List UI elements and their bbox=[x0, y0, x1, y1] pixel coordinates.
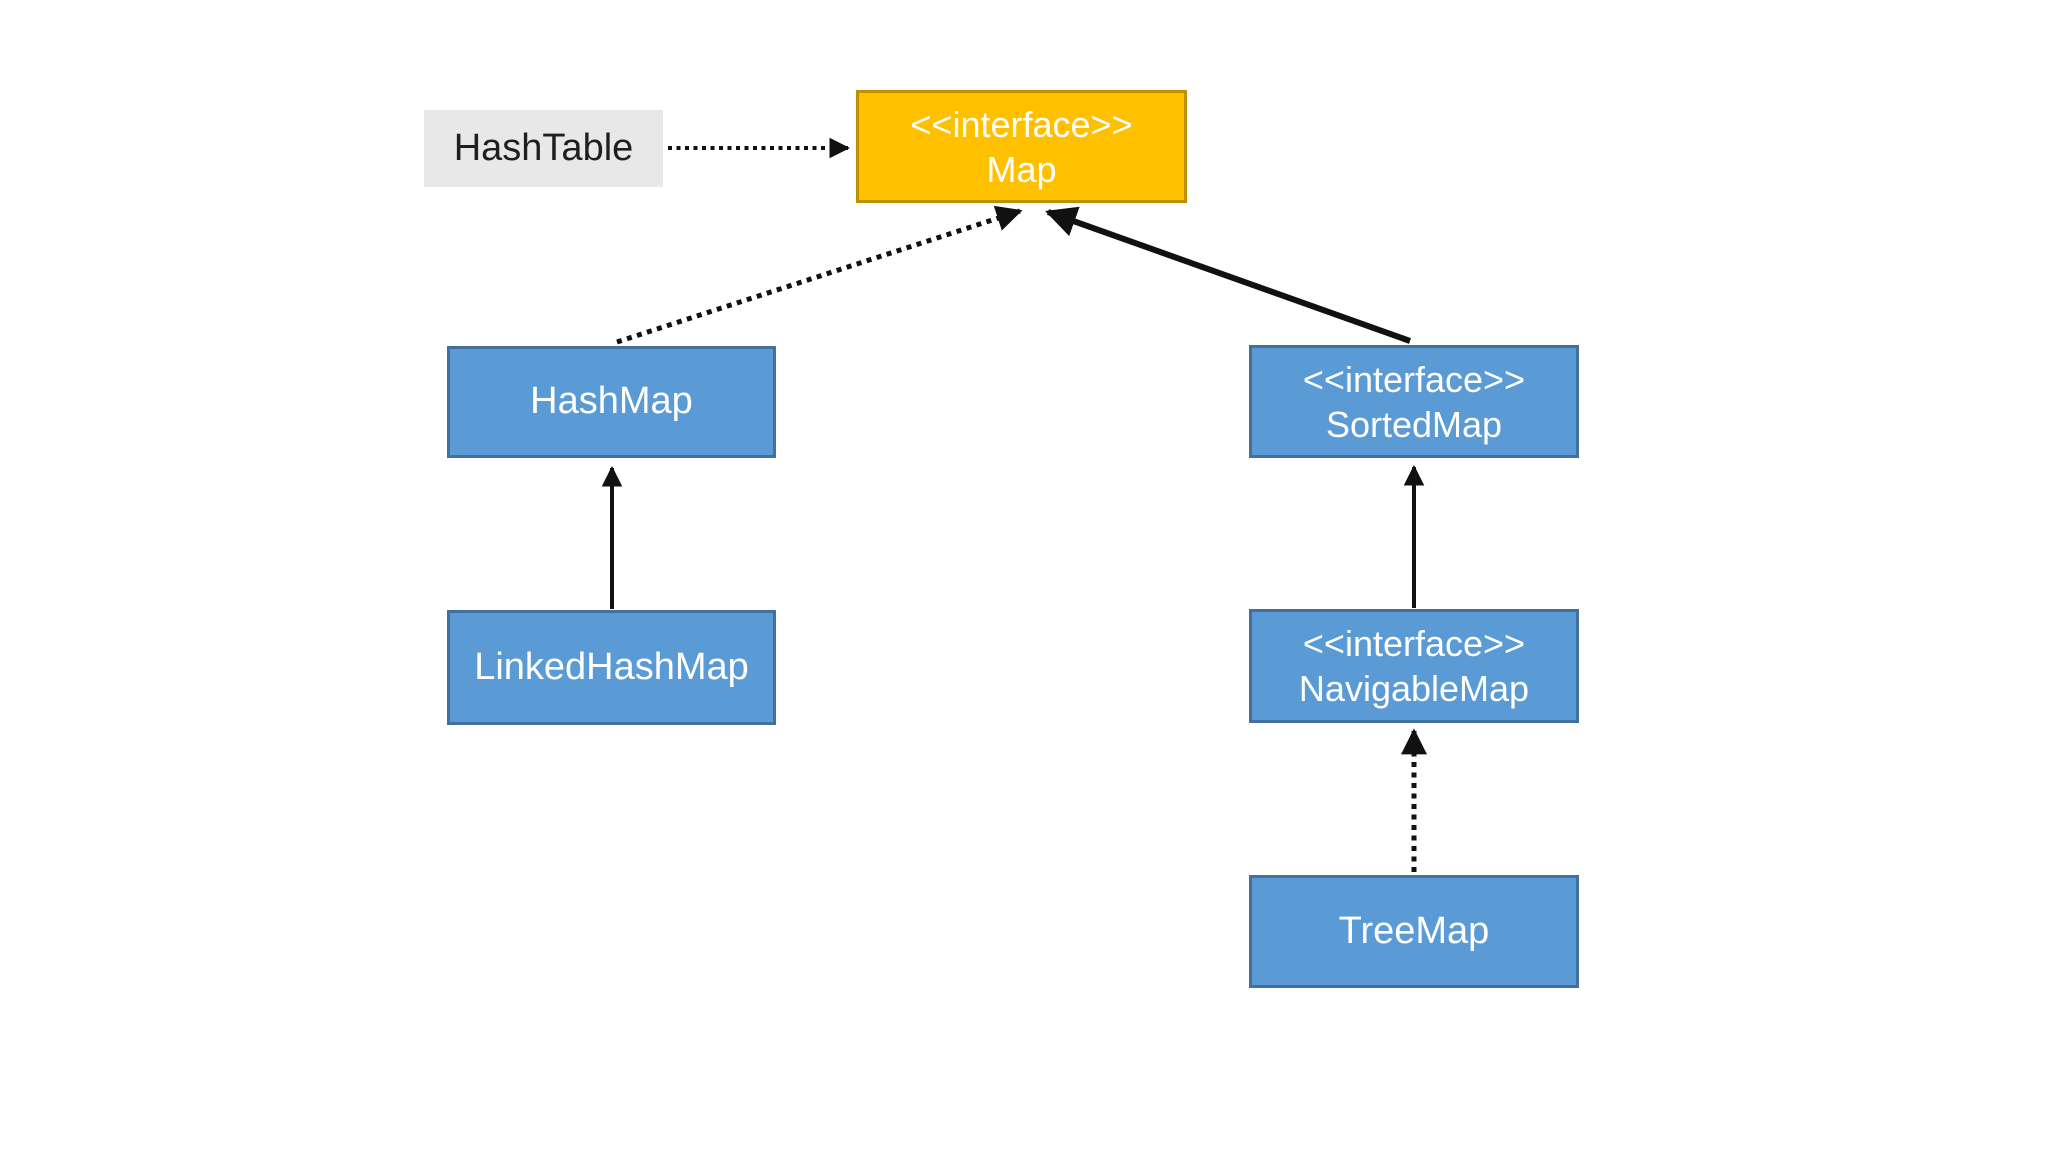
node-linkedhashmap-label: LinkedHashMap bbox=[474, 645, 749, 688]
node-map-stereotype: <<interface>> bbox=[910, 103, 1133, 145]
node-sortedmap: <<interface>> SortedMap bbox=[1249, 345, 1579, 458]
node-navigablemap-stereotype: <<interface>> bbox=[1302, 623, 1526, 664]
node-map-label: Map bbox=[986, 148, 1057, 190]
node-hashtable: HashTable bbox=[424, 110, 663, 187]
node-sortedmap-label: SortedMap bbox=[1325, 403, 1503, 445]
node-navigablemap-label: NavigableMap bbox=[1298, 668, 1530, 709]
node-hashmap-label: HashMap bbox=[530, 380, 693, 423]
node-map: <<interface>> Map bbox=[856, 90, 1187, 203]
edge-hashmap-map bbox=[616, 205, 1023, 345]
node-hashmap: HashMap bbox=[447, 346, 776, 458]
node-treemap-label: TreeMap bbox=[1338, 909, 1490, 952]
node-hashtable-label: HashTable bbox=[453, 126, 634, 169]
edge-sortedmap-map bbox=[1045, 206, 1412, 344]
node-treemap: TreeMap bbox=[1249, 875, 1579, 988]
node-navigablemap: <<interface>> NavigableMap bbox=[1249, 609, 1579, 723]
node-sortedmap-stereotype: <<interface>> bbox=[1302, 358, 1526, 400]
node-linkedhashmap: LinkedHashMap bbox=[447, 610, 776, 725]
